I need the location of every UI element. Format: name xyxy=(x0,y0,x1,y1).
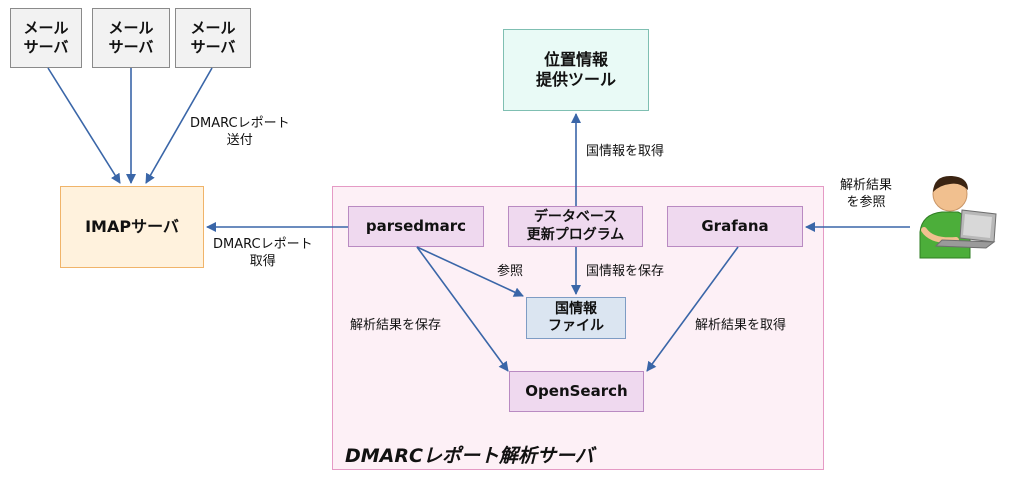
label-geo-save: 国情報を保存 xyxy=(586,264,665,279)
group-title: DMARCレポート解析サーバ xyxy=(345,445,594,467)
label-dmarc-send: DMARCレポート 送付 xyxy=(190,116,290,148)
mail-server-3: メール サーバ xyxy=(175,8,251,68)
label-dmarc-fetch: DMARCレポート 取得 xyxy=(213,237,313,269)
grafana-box: Grafana xyxy=(667,206,803,247)
arrow-mail1-to-imap xyxy=(47,67,121,184)
mail-server-1: メール サーバ xyxy=(10,8,82,68)
imap-server: IMAPサーバ xyxy=(60,186,204,268)
arrow-parsedmarc-to-geofile xyxy=(416,246,524,297)
parsedmarc-box: parsedmarc xyxy=(348,206,484,247)
label-result-save: 解析結果を保存 xyxy=(350,318,442,333)
arrow-mail3-to-imap xyxy=(145,67,213,184)
mail-server-2: メール サーバ xyxy=(92,8,170,68)
label-geo-fetch: 国情報を取得 xyxy=(586,144,665,159)
geo-info-file-box: 国情報 ファイル xyxy=(526,297,626,339)
opensearch-box: OpenSearch xyxy=(509,371,644,412)
user-with-laptop-icon xyxy=(919,175,997,259)
arrow-parsedmarc-to-opensearch xyxy=(416,246,509,372)
arrow-grafana-to-opensearch xyxy=(646,246,739,372)
db-update-program-box: データベース 更新プログラム xyxy=(508,206,643,247)
label-ref: 参照 xyxy=(497,264,524,279)
geo-info-tool: 位置情報 提供ツール xyxy=(503,29,649,111)
label-result-fetch: 解析結果を取得 xyxy=(695,318,787,333)
label-result-ref: 解析結果 を参照 xyxy=(840,178,893,210)
